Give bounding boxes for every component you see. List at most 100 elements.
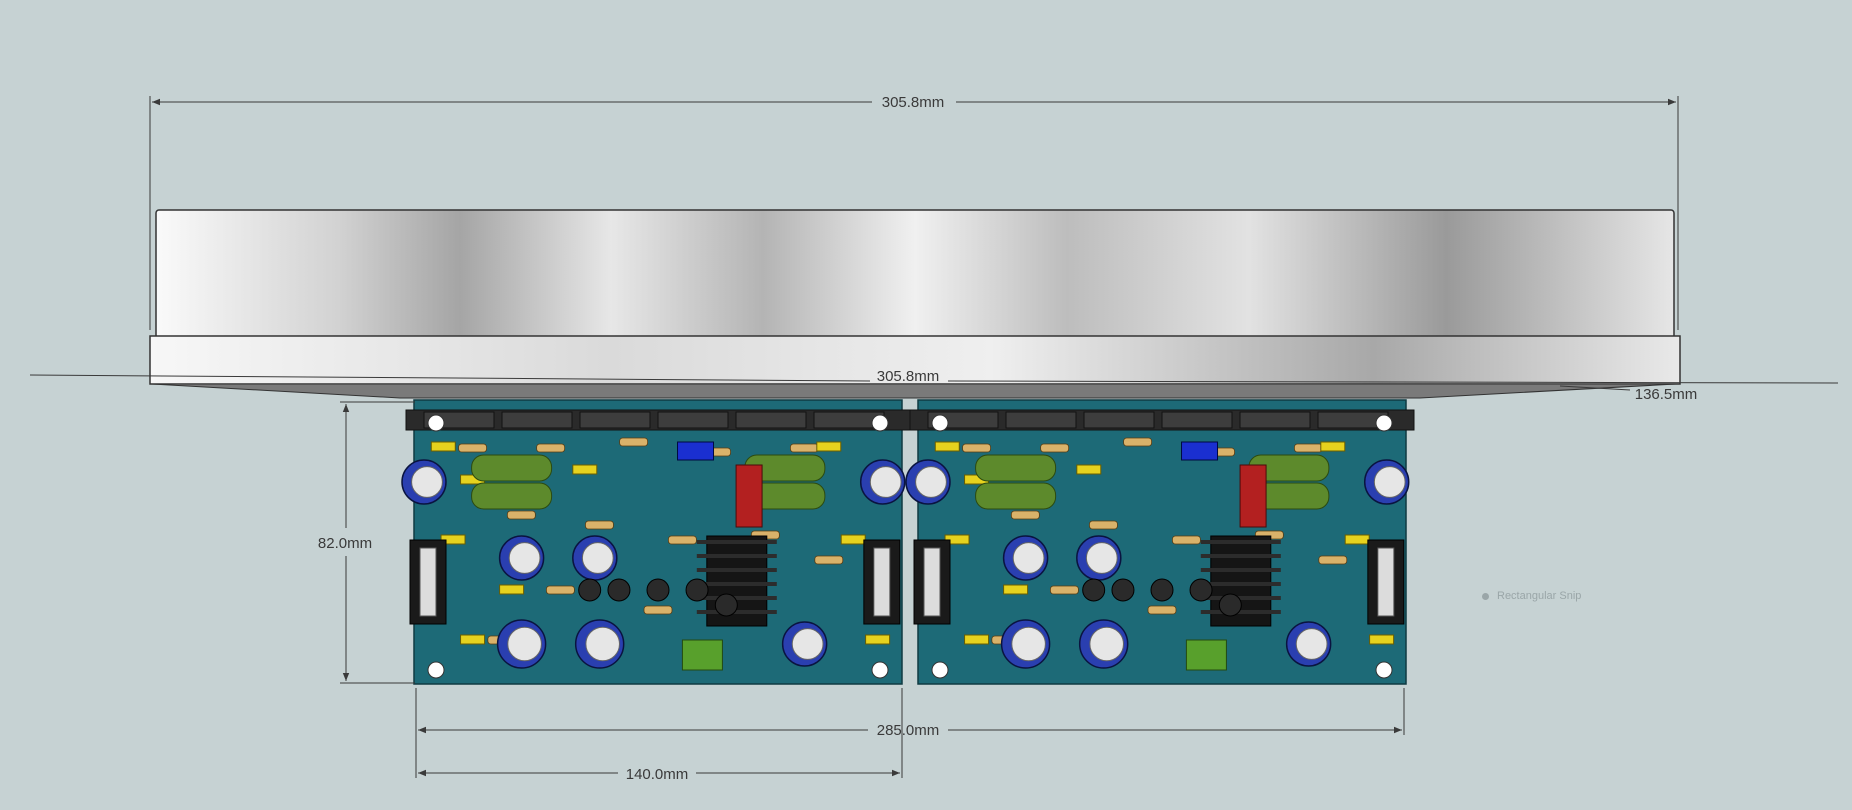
- capacitor-top: [411, 466, 443, 498]
- power-transistor: [657, 411, 729, 429]
- fuse: [923, 547, 941, 617]
- power-transistor: [1083, 411, 1155, 429]
- capacitor-top: [1295, 628, 1328, 660]
- resistor: [1040, 443, 1070, 453]
- resistor: [1147, 605, 1177, 615]
- dimension-line: [1559, 385, 1631, 391]
- small-transistor: [1150, 578, 1174, 602]
- capacitor-top: [1085, 542, 1118, 574]
- capacitor-top: [1373, 466, 1406, 498]
- trimmer-pot: [677, 441, 715, 461]
- component-label: [816, 441, 842, 452]
- fuse: [873, 547, 891, 617]
- film-capacitor: [471, 454, 553, 482]
- resistor: [546, 585, 575, 595]
- heatsink-fin: [696, 540, 777, 544]
- power-transistor: [501, 411, 573, 429]
- resistor: [1318, 555, 1348, 565]
- power-transistor: [1239, 411, 1311, 429]
- heatsink-fin: [1200, 568, 1281, 572]
- mounting-hole: [871, 661, 889, 679]
- inductor-coil: [735, 464, 763, 528]
- heatsink-fin: [696, 568, 777, 572]
- dimension-overlays: 305.8mm 305.8mm 136.5mm 82.0mm 285.0mm 1…: [29, 94, 1839, 783]
- heatsink-fin: [1200, 582, 1281, 586]
- fuse: [1377, 547, 1395, 617]
- snap-tooltip-label: Rectangular Snip: [1497, 590, 1582, 602]
- resistor: [619, 437, 648, 447]
- dimension-pcb-height[interactable]: 82.0mm: [318, 535, 372, 552]
- small-transistor: [607, 578, 631, 602]
- resistor: [1172, 535, 1201, 545]
- heatsink-fin: [696, 610, 777, 614]
- resistor: [790, 443, 819, 453]
- component-label: [964, 634, 990, 645]
- film-capacitor: [471, 482, 553, 510]
- resistor: [1294, 443, 1323, 453]
- small-transistor: [1082, 578, 1106, 602]
- resistor: [643, 605, 673, 615]
- snap-tooltip: Rectangular Snip: [1482, 590, 1581, 602]
- heatsink-base-plate: [149, 335, 1681, 385]
- resistor: [1050, 585, 1079, 595]
- capacitor-top: [1012, 542, 1045, 574]
- mounting-hole: [1375, 661, 1393, 679]
- trimmer-pot: [1181, 441, 1219, 461]
- capacitor-top: [507, 626, 542, 662]
- resistor: [536, 443, 566, 453]
- power-transistor: [1005, 411, 1077, 429]
- small-transistor: [578, 578, 602, 602]
- small-transistor: [1218, 593, 1242, 617]
- small-transistor: [1189, 578, 1213, 602]
- heatsink-top-block: [155, 209, 1675, 339]
- capacitor-top: [1011, 626, 1046, 662]
- dimension-depth[interactable]: 136.5mm: [1635, 386, 1698, 403]
- pcb-boards: [401, 399, 1415, 685]
- terminal-block: [1185, 639, 1227, 671]
- capacitor-top: [585, 626, 620, 662]
- small-transistor: [646, 578, 670, 602]
- small-transistor: [714, 593, 738, 617]
- component-label: [1344, 534, 1370, 545]
- mounting-hole: [871, 414, 889, 432]
- film-capacitor: [975, 482, 1057, 510]
- dimension-line: [29, 374, 871, 382]
- resistor: [506, 510, 536, 520]
- small-transistor: [685, 578, 709, 602]
- dimension-line: [947, 380, 1839, 384]
- component-label: [934, 441, 960, 452]
- resistor: [1010, 510, 1040, 520]
- pcb-board: [905, 399, 1415, 685]
- dimension-single-pcb-width[interactable]: 140.0mm: [626, 766, 689, 783]
- dimension-top-width[interactable]: 305.8mm: [882, 94, 945, 111]
- terminal-block: [681, 639, 723, 671]
- heatsink-fin: [1200, 610, 1281, 614]
- heatsink[interactable]: [149, 209, 1681, 399]
- heatsink-fin: [696, 596, 777, 600]
- component-label: [840, 534, 866, 545]
- resistor: [814, 555, 844, 565]
- pcb-board: [401, 399, 911, 685]
- component-label: [865, 634, 891, 645]
- power-transistor: [735, 411, 807, 429]
- capacitor-top: [869, 466, 902, 498]
- small-transistor: [1111, 578, 1135, 602]
- heatsink-fin: [1200, 540, 1281, 544]
- film-capacitor: [975, 454, 1057, 482]
- capacitor-top: [791, 628, 824, 660]
- capacitor-top: [1089, 626, 1124, 662]
- resistor: [1089, 520, 1118, 530]
- heatsink-bottom-edge: [151, 383, 1677, 399]
- resistor: [668, 535, 697, 545]
- component-label: [572, 464, 598, 475]
- resistor: [962, 443, 991, 453]
- component-label: [460, 634, 486, 645]
- dimension-overall-pcb-width[interactable]: 285.0mm: [877, 722, 940, 739]
- mounting-hole: [427, 661, 445, 679]
- dimension-mid-width[interactable]: 305.8mm: [877, 368, 940, 385]
- component-label: [1003, 584, 1029, 595]
- mounting-hole: [1375, 414, 1393, 432]
- fuse: [419, 547, 437, 617]
- inductor-coil: [1239, 464, 1267, 528]
